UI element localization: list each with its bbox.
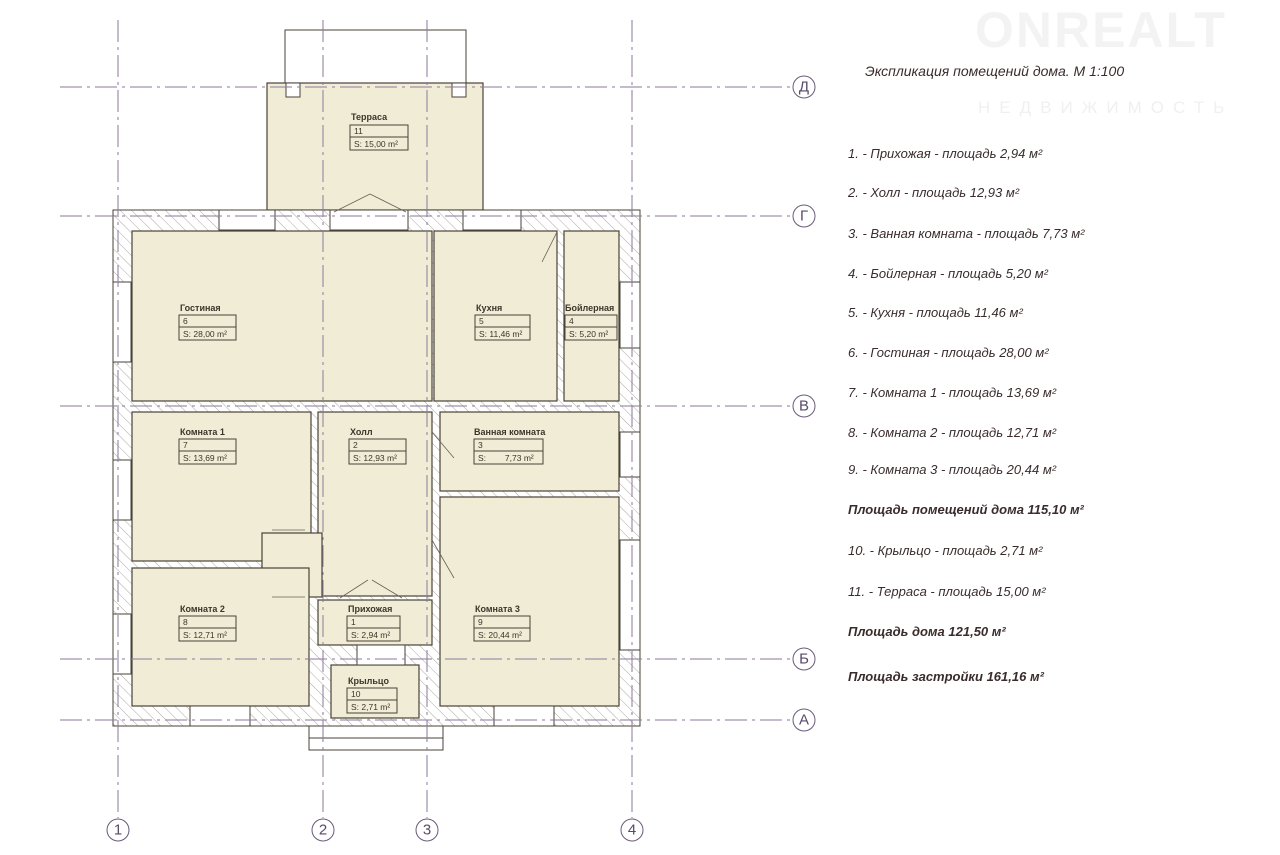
- svg-text:Комната 1: Комната 1: [180, 427, 225, 437]
- svg-text:1: 1: [114, 822, 122, 839]
- svg-text:4: 4: [569, 316, 574, 326]
- label-terrace: Терраса 11 S: 15,00 m²: [349, 112, 409, 151]
- axis-marker-2: 2: [311, 818, 335, 842]
- svg-text:2: 2: [353, 440, 358, 450]
- axis-marker-b: Б: [792, 647, 816, 671]
- legend-total-building: Площадь застройки 161,16 м²: [848, 669, 1044, 684]
- svg-text:6: 6: [183, 316, 188, 326]
- svg-text:S: 2,71 m²: S: 2,71 m²: [351, 702, 390, 712]
- svg-text:S: 11,46 m²: S: 11,46 m²: [479, 329, 522, 339]
- legend-item: 9. - Комната 3 - площадь 20,44 м²: [848, 462, 1057, 477]
- svg-text:3: 3: [478, 440, 483, 450]
- svg-text:7: 7: [183, 440, 188, 450]
- legend-total-house: Площадь дома 121,50 м²: [848, 624, 1006, 639]
- room-porch: [330, 664, 420, 719]
- svg-text:Ванная комната: Ванная комната: [474, 427, 546, 437]
- axis-marker-1: 1: [106, 818, 130, 842]
- legend-item: 7. - Комната 1 - площадь 13,69 м²: [848, 385, 1057, 400]
- axis-marker-v: В: [792, 394, 816, 418]
- watermark-subtitle: НЕДВИЖИМОСТЬ: [978, 98, 1234, 117]
- svg-text:S: 12,71 m²: S: 12,71 m²: [183, 630, 227, 640]
- svg-text:S: 15,00 m²: S: 15,00 m²: [354, 139, 398, 149]
- axis-marker-a: А: [792, 708, 816, 732]
- legend-item: 8. - Комната 2 - площадь 12,71 м²: [848, 425, 1057, 440]
- svg-text:9: 9: [478, 617, 483, 627]
- label-room1: Комната 1 7 S: 13,69 m²: [178, 427, 237, 465]
- svg-text:Комната 3: Комната 3: [475, 604, 520, 614]
- svg-text:11: 11: [354, 126, 363, 136]
- svg-text:8: 8: [183, 617, 188, 627]
- legend-item: 3. - Ванная комната - площадь 7,73 м²: [848, 226, 1085, 241]
- svg-text:Г: Г: [800, 208, 808, 225]
- porch-step: [308, 725, 444, 739]
- svg-text:Д: Д: [799, 79, 809, 96]
- legend-item: 4. - Бойлерная - площадь 5,20 м²: [848, 266, 1048, 281]
- svg-text:S: 5,20 m²: S: 5,20 m²: [569, 329, 608, 339]
- room-boiler: [563, 230, 620, 402]
- label-porch: Крыльцо 10 S: 2,71 m²: [346, 676, 398, 714]
- room-hall: [317, 411, 433, 597]
- room-2: [131, 567, 310, 707]
- svg-text:10: 10: [351, 689, 361, 699]
- label-boiler: Бойлерная 4 S: 5,20 m²: [564, 303, 618, 341]
- svg-text:4: 4: [628, 822, 636, 839]
- label-bath: Ванная комната 3 S: 7,73 m²: [473, 427, 546, 465]
- label-room3: Комната 3 9 S: 20,44 m²: [473, 604, 531, 642]
- svg-text:Терраса: Терраса: [351, 112, 388, 122]
- legend-item: 6. - Гостиная - площадь 28,00 м²: [848, 345, 1049, 360]
- svg-text:S: 12,93 m²: S: 12,93 m²: [353, 453, 397, 463]
- svg-text:Гостиная: Гостиная: [180, 303, 221, 313]
- svg-text:5: 5: [479, 316, 484, 326]
- room-entry: [317, 599, 433, 646]
- terrace-column: [285, 82, 301, 98]
- svg-text:Прихожая: Прихожая: [348, 604, 392, 614]
- porch-step: [308, 737, 444, 751]
- label-kitchen: Кухня 5 S: 11,46 m²: [474, 303, 531, 341]
- svg-text:А: А: [799, 712, 809, 729]
- label-entry: Прихожая 1 S: 2,94 m²: [346, 604, 401, 642]
- room-terrace: [266, 82, 484, 211]
- svg-text:S: 20,44 m²: S: 20,44 m²: [478, 630, 522, 640]
- room-kitchen: [433, 230, 558, 402]
- svg-text:Б: Б: [799, 651, 809, 668]
- svg-text:Кухня: Кухня: [476, 303, 502, 313]
- label-hall: Холл 2 S: 12,93 m²: [348, 427, 407, 465]
- svg-text:Бойлерная: Бойлерная: [565, 303, 614, 313]
- axis-lines: [60, 20, 792, 818]
- svg-text:В: В: [799, 398, 809, 415]
- axis-marker-4: 4: [620, 818, 644, 842]
- svg-text:Крыльцо: Крыльцо: [348, 676, 389, 686]
- svg-text:S: 13,69 m²: S: 13,69 m²: [183, 453, 227, 463]
- svg-text:3: 3: [423, 822, 431, 839]
- svg-text:S: 2,94 m²: S: 2,94 m²: [351, 630, 390, 640]
- legend-total-rooms: Площадь помещений дома 115,10 м²: [848, 502, 1084, 517]
- legend-item: 5. - Кухня - площадь 11,46 м²: [848, 305, 1023, 320]
- room-bath: [439, 411, 620, 492]
- svg-text:1: 1: [351, 617, 356, 627]
- legend-item: 11. - Терраса - площадь 15,00 м²: [848, 584, 1046, 599]
- axis-marker-d: Д: [792, 75, 816, 99]
- terrace-steps: [284, 29, 467, 84]
- svg-text:Комната 2: Комната 2: [180, 604, 225, 614]
- legend-item: 10. - Крыльцо - площадь 2,71 м²: [848, 543, 1043, 558]
- svg-text:2: 2: [319, 822, 327, 839]
- room-living: [131, 230, 433, 402]
- svg-text:S: 28,00 m²: S: 28,00 m²: [183, 329, 227, 339]
- door-swings: [272, 193, 558, 599]
- svg-text:S: 7,73 m²: S: 7,73 m²: [478, 453, 534, 463]
- svg-text:Холл: Холл: [350, 427, 373, 437]
- explication-title: Экспликация помещений дома. М 1:100: [865, 63, 1125, 79]
- label-room2: Комната 2 8 S: 12,71 m²: [178, 604, 237, 642]
- axis-marker-3: 3: [415, 818, 439, 842]
- room-3: [439, 496, 620, 707]
- watermark-brand: ONREALT: [975, 2, 1227, 58]
- legend-item: 2. - Холл - площадь 12,93 м²: [848, 185, 1020, 200]
- label-living: Гостиная 6 S: 28,00 m²: [178, 303, 237, 341]
- terrace-column: [451, 82, 467, 98]
- legend-item: 1. - Прихожая - площадь 2,94 м²: [848, 146, 1043, 161]
- axis-marker-g: Г: [792, 204, 816, 228]
